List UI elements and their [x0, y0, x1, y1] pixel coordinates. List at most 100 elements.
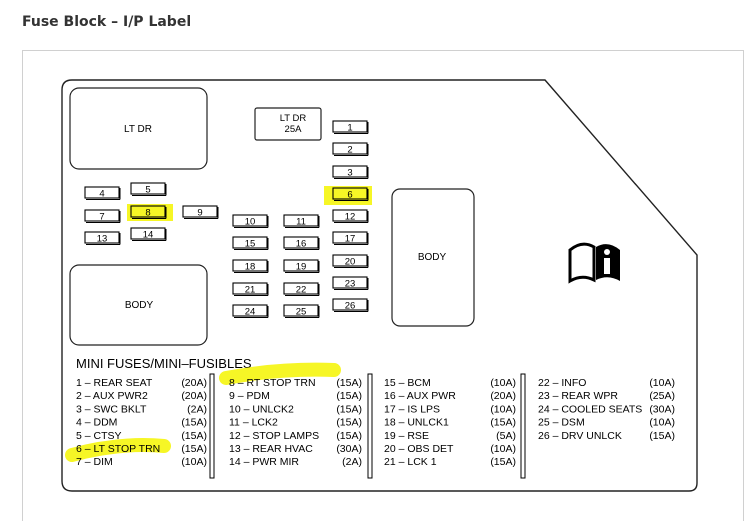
legend-entry-label: 26 – DRV UNLCK [538, 430, 622, 442]
fuse-23: 23 [332, 276, 369, 290]
fuse-3: 3 [332, 165, 369, 179]
body-left-block [69, 264, 208, 346]
fuse-4: 4 [84, 186, 121, 200]
lt-dr-block-label: LT DR [124, 124, 152, 135]
legend-entry-label: 13 – REAR HVAC [229, 443, 313, 455]
legend-entry-label: 14 – PWR MIR [229, 456, 299, 468]
legend-entry-amperage: (10A) [181, 456, 207, 468]
legend-entry-label: 9 – PDM [229, 390, 270, 402]
legend-entry-amperage: (25A) [649, 390, 675, 402]
legend-entry-label: 3 – SWC BKLT [76, 403, 147, 415]
legend-divider [520, 373, 526, 479]
fuse-21: 21 [232, 282, 269, 296]
lt-dr-25a-label-2: 25A [285, 124, 303, 135]
legend-entry-amperage: (30A) [649, 403, 675, 415]
legend-entry-amperage: (15A) [336, 403, 362, 415]
body-right-block [391, 188, 475, 327]
fuse-19: 19 [283, 259, 320, 273]
legend-entry-label: 22 – INFO [538, 377, 586, 389]
legend-entry-amperage: (2A) [187, 403, 207, 415]
legend-entry-amperage: (15A) [490, 417, 516, 429]
legend-entry-label: 10 – UNLCK2 [229, 403, 294, 415]
fuse-2: 2 [332, 142, 369, 156]
fuse-number: 2 [347, 145, 352, 156]
legend-entry-amperage: (15A) [336, 390, 362, 402]
legend-entry-label: 18 – UNLCK1 [384, 417, 449, 429]
lt-dr-25a-block [254, 107, 322, 141]
legend-entry-label: 20 – OBS DET [384, 443, 454, 455]
fuse-number: 13 [97, 234, 108, 245]
legend-entry-amperage: (30A) [336, 443, 362, 455]
legend-entry-label: 4 – DDM [76, 417, 117, 429]
fuse-number: 3 [347, 168, 352, 179]
fuse-number: 11 [296, 217, 306, 228]
legend-entry-amperage: (10A) [649, 377, 675, 389]
fuse-number: 6 [347, 190, 352, 201]
legend-entry-amperage: (15A) [490, 456, 516, 468]
legend-entry-amperage: (10A) [490, 443, 516, 455]
fuse-number: 9 [197, 208, 202, 219]
legend-entry-label: 24 – COOLED SEATS [538, 403, 642, 415]
legend-entry-amperage: (15A) [649, 430, 675, 442]
legend-entry-amperage: (10A) [649, 417, 675, 429]
legend-highlight-6 [65, 438, 171, 462]
legend-entry-label: 1 – REAR SEAT [76, 377, 153, 389]
legend-entry-amperage: (15A) [336, 430, 362, 442]
legend-entry-label: 11 – LCK2 [229, 417, 278, 429]
legend-entry-amperage: (5A) [496, 430, 516, 442]
fuse-10: 10 [232, 214, 269, 228]
fuse-number: 26 [345, 301, 356, 312]
fuse-number: 19 [296, 262, 307, 273]
fuse-11: 11 [283, 214, 320, 228]
fuse-24: 24 [232, 304, 269, 318]
manual-info-icon [568, 242, 620, 284]
fuse-16: 16 [283, 236, 320, 250]
legend-entry-amperage: (20A) [181, 377, 207, 389]
body-right-label: BODY [418, 252, 447, 263]
fuse-number: 15 [245, 239, 256, 250]
legend-entry-amperage: (20A) [181, 390, 207, 402]
fuse-number: 14 [143, 230, 154, 241]
fuse-number: 24 [245, 307, 256, 318]
fuse-number: 16 [296, 239, 307, 250]
fuse-number: 7 [99, 212, 104, 223]
fuse-number: 5 [145, 185, 150, 196]
fuse-number: 12 [345, 212, 356, 223]
fuse-number: 4 [99, 189, 104, 200]
fuse-number: 21 [245, 285, 256, 296]
legend-entry-amperage: (15A) [336, 377, 362, 389]
fuse-26: 26 [332, 298, 369, 312]
fuse-12: 12 [332, 209, 369, 223]
fuse-7: 7 [84, 209, 121, 223]
legend-entry-label: 7 – DIM [76, 456, 113, 468]
legend-entry-label: 12 – STOP LAMPS [229, 430, 319, 442]
legend-entry-amperage: (20A) [490, 390, 516, 402]
legend-entry-label: 15 – BCM [384, 377, 431, 389]
fuse-22: 22 [283, 282, 320, 296]
fuse-1: 1 [332, 120, 369, 134]
lt-dr-block [69, 87, 208, 170]
fuse-15: 15 [232, 236, 269, 250]
page-title: Fuse Block – I/P Label [22, 14, 192, 30]
legend-entry-amperage: (15A) [336, 417, 362, 429]
fuse-6: 6 [332, 187, 369, 201]
fuse-number: 25 [296, 307, 307, 318]
legend-entry-label: 17 – IS LPS [384, 403, 440, 415]
label-outline [61, 79, 698, 492]
legend-entry-amperage: (15A) [181, 417, 207, 429]
legend-entry-label: 5 – CTSY [76, 430, 122, 442]
legend-group: 1 – REAR SEAT(20A)2 – AUX PWR2(20A)3 – S… [76, 373, 675, 479]
fuse-18: 18 [232, 259, 269, 273]
legend-divider [209, 373, 215, 479]
legend-entry-amperage: (2A) [342, 456, 362, 468]
legend-entry-amperage: (15A) [181, 430, 207, 442]
fuse-number: 20 [345, 257, 356, 268]
legend-divider [367, 373, 373, 479]
fuse-number: 23 [345, 279, 356, 290]
legend-entry-amperage: (10A) [490, 403, 516, 415]
legend-entry-label: 25 – DSM [538, 417, 585, 429]
legend-entry-amperage: (15A) [181, 443, 207, 455]
fuse-number: 1 [347, 123, 352, 134]
